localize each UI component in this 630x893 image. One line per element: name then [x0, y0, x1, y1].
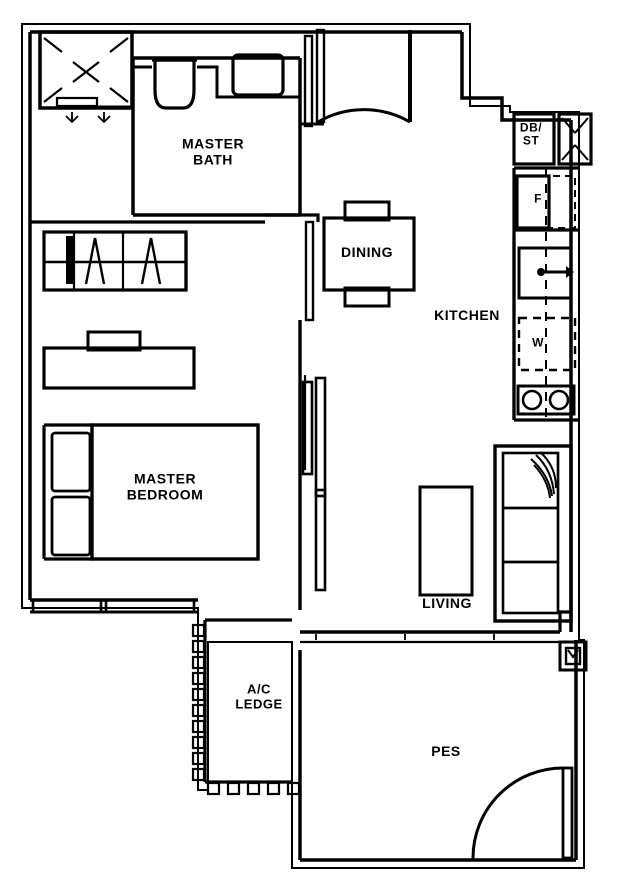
db-st-cupboard [512, 112, 556, 166]
pillow-bottom [50, 495, 92, 557]
cooker-hob [516, 384, 576, 416]
bathroom-sliding-door[interactable] [59, 105, 133, 124]
kitchen-counter [512, 166, 579, 422]
entry-door[interactable] [316, 30, 412, 124]
corridor-sliding-panels[interactable] [300, 28, 326, 128]
washer [517, 316, 577, 372]
dining-chair-top [343, 200, 391, 222]
floor-trap [558, 640, 588, 672]
three-seater-sofa [493, 444, 573, 623]
coffee-table [418, 485, 474, 597]
living-pes-wall [300, 610, 571, 644]
kitchen-sink [517, 246, 574, 300]
dining-table [322, 216, 416, 292]
shower-tray [38, 30, 134, 110]
toilet [152, 58, 197, 110]
store-hatch [557, 112, 593, 166]
bedroom-windows [30, 598, 198, 614]
dining-wall-stub [300, 213, 320, 322]
ac-ledge [191, 618, 301, 796]
pillow-top [50, 431, 92, 493]
vanity-counter [133, 65, 300, 99]
sliding-door[interactable] [298, 320, 327, 610]
tv-console [42, 330, 196, 390]
pes-gate-door[interactable] [471, 766, 574, 860]
bedroom-partition [30, 213, 300, 224]
fridge [515, 174, 576, 230]
dining-chair-bottom [343, 286, 391, 308]
double-bed [42, 423, 260, 561]
wash-basin [231, 53, 285, 97]
wardrobe [42, 220, 188, 292]
